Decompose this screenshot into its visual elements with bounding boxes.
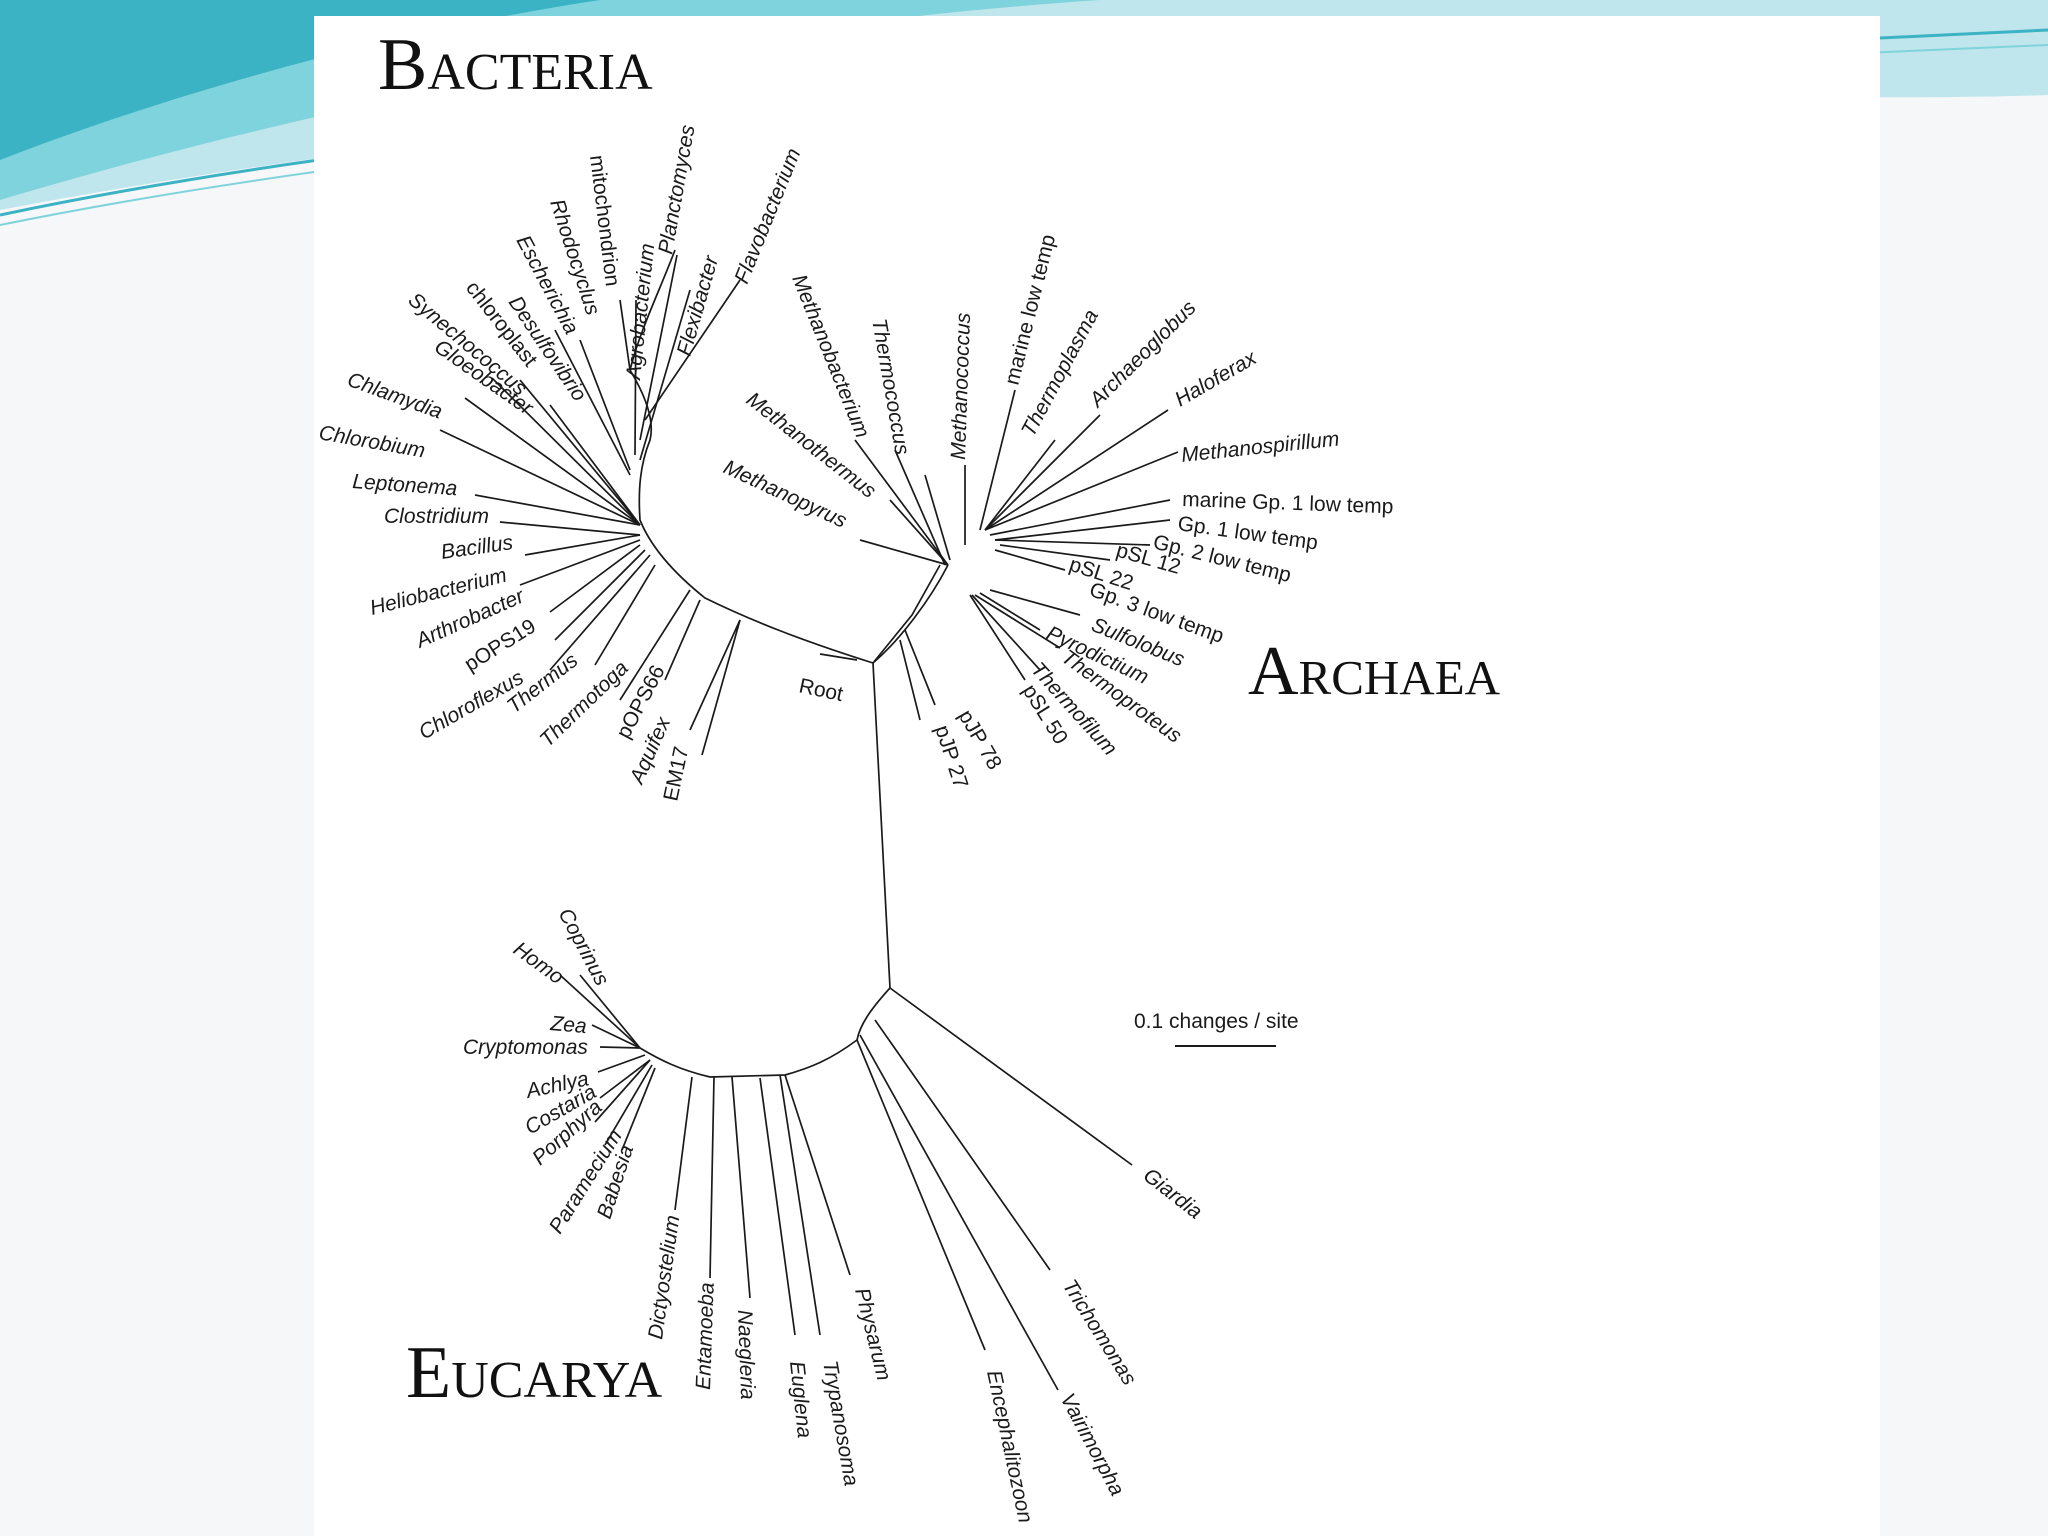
archaea-branches bbox=[854, 389, 1179, 721]
leaf-entamoeba: Entamoeba bbox=[692, 1282, 719, 1390]
leaf-bacillus: Bacillus bbox=[439, 531, 514, 564]
leaf-marine-gp1: marine Gp. 1 low temp bbox=[1182, 488, 1394, 518]
eucarya-labels: Coprinus Homo Zea Cryptomonas Achlya Cos… bbox=[463, 905, 1206, 1525]
leaf-giardia: Giardia bbox=[1139, 1164, 1207, 1224]
leaf-planctomyces: Planctomyces bbox=[654, 123, 699, 256]
leaf-dictyostelium: Dictyostelium bbox=[644, 1214, 684, 1341]
root-label: Root bbox=[797, 674, 845, 706]
leaf-euglena: Euglena bbox=[785, 1360, 816, 1439]
leaf-homo: Homo bbox=[509, 937, 568, 989]
eucarya-branches bbox=[559, 974, 1133, 1391]
root-marker bbox=[819, 653, 858, 661]
leaf-haloferax: Haloferax bbox=[1171, 346, 1262, 412]
leaf-physarum: Physarum bbox=[850, 1286, 895, 1383]
leaf-flavobacterium: Flavobacterium bbox=[730, 145, 805, 287]
scale-bar-label: 0.1 changes / site bbox=[1134, 1010, 1299, 1033]
leaf-clostridium: Clostridium bbox=[384, 505, 489, 528]
leaf-trichomonas: Trichomonas bbox=[1058, 1275, 1141, 1389]
leaf-vairimorpha: Vairimorpha bbox=[1056, 1390, 1129, 1500]
archaea-title: Archaea bbox=[1248, 633, 1501, 710]
leaf-thermococcus: Thermococcus bbox=[867, 317, 914, 457]
bacteria-branches bbox=[439, 254, 741, 756]
leaf-methanococcus: Methanococcus bbox=[947, 312, 975, 460]
leaf-naegleria: Naegleria bbox=[733, 1309, 759, 1400]
leaf-chlamydia: Chlamydia bbox=[344, 368, 445, 424]
figure-panel bbox=[314, 16, 1880, 1536]
leaf-methanobacterium: Methanobacterium bbox=[787, 271, 873, 441]
leaf-zea: Zea bbox=[549, 1012, 588, 1038]
leaf-methanospirillum: Methanospirillum bbox=[1180, 428, 1340, 467]
bacteria-title: Bacteria bbox=[378, 24, 653, 106]
scale-bar: 0.1 changes / site bbox=[1134, 1010, 1299, 1047]
leaf-encephalitozoon: Encephalitozoon bbox=[982, 1368, 1037, 1525]
leaf-leptonema: Leptonema bbox=[352, 470, 458, 500]
leaf-cryptomonas: Cryptomonas bbox=[463, 1036, 588, 1059]
leaf-chlorobium: Chlorobium bbox=[317, 421, 427, 462]
leaf-agrobacterium: Agrobacterium bbox=[622, 242, 659, 382]
leaf-flexibacter: Flexibacter bbox=[673, 252, 724, 358]
leaf-em17: EM17 bbox=[659, 745, 693, 803]
leaf-trypanosoma: Trypanosoma bbox=[818, 1359, 863, 1488]
eucarya-title: Eucarya bbox=[406, 1332, 663, 1414]
